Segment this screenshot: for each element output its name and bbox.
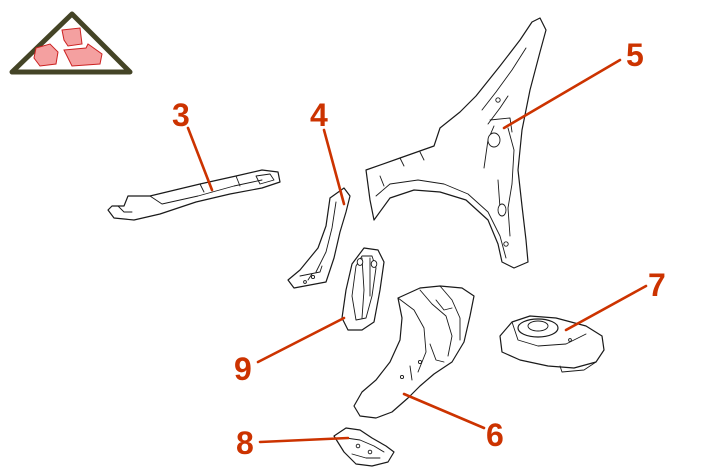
callout-9: 9 (234, 316, 346, 387)
svg-text:7: 7 (648, 267, 666, 303)
callout-5: 5 (502, 37, 644, 130)
callout-7: 7 (564, 267, 666, 332)
part-5-fender-apron (365, 17, 547, 269)
callout-8: 8 (236, 425, 350, 461)
part-7-strut-cap (499, 315, 605, 373)
callout-6: 6 (402, 392, 504, 453)
svg-text:3: 3 (172, 97, 190, 133)
part-8-lower-bracket (333, 427, 395, 467)
part-6-wheelhouse (353, 285, 475, 419)
part-3-rear-rail (107, 169, 281, 221)
svg-text:4: 4 (310, 97, 328, 133)
part-9-reinforcement (341, 247, 385, 331)
part-4-pillar-inner (287, 187, 351, 289)
callout-3: 3 (172, 97, 214, 192)
svg-text:5: 5 (626, 37, 644, 73)
svg-text:9: 9 (234, 351, 252, 387)
svg-text:6: 6 (486, 417, 504, 453)
callout-4: 4 (310, 97, 346, 206)
recycle-triangle-icon (9, 11, 133, 75)
svg-text:8: 8 (236, 425, 254, 461)
